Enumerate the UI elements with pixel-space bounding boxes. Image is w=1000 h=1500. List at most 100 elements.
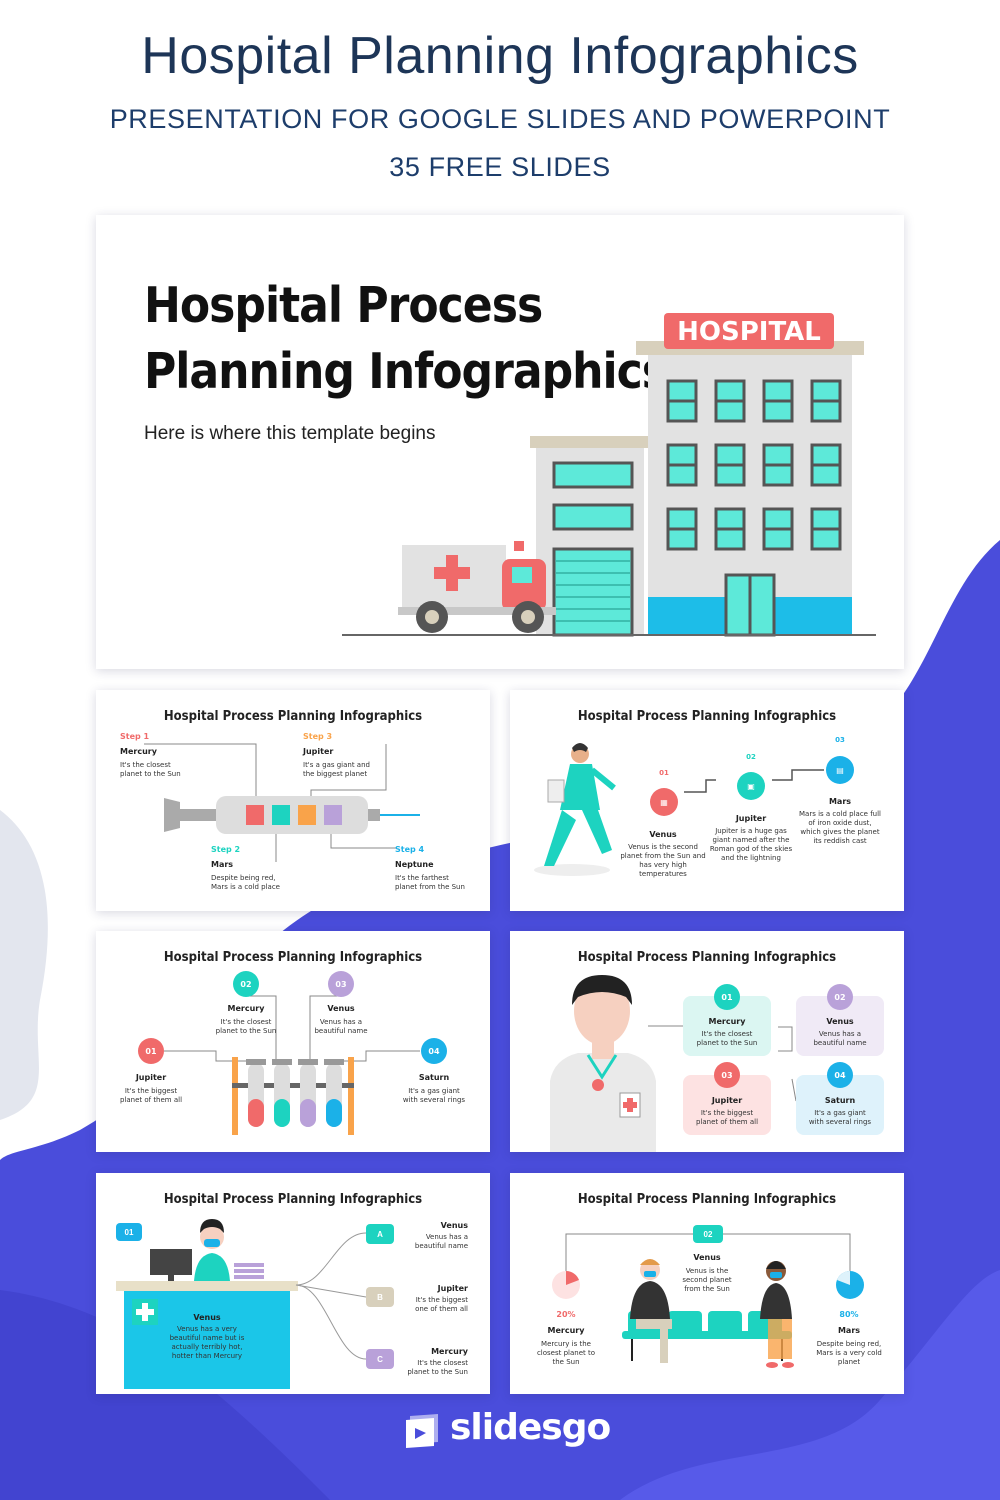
step-badge: 02 (693, 1225, 723, 1243)
option-desc: It's the biggest (415, 1296, 468, 1304)
reception-illustration (116, 1219, 367, 1389)
item-desc: It's the closest (220, 1018, 272, 1026)
option-badge: A (366, 1224, 394, 1244)
step-badge: 02 (827, 984, 853, 1010)
step-label: Step 2 (211, 845, 241, 854)
item-desc: of iron oxide dust, (808, 819, 872, 827)
cover-slide[interactable]: Hospital Process Planning Infographics H… (96, 215, 904, 669)
item-desc: giant named after the (712, 836, 790, 844)
test-tubes-illustration (164, 995, 420, 1135)
item-desc: with several rings (402, 1096, 466, 1104)
right-name: Mars (837, 1326, 861, 1335)
desk-desc: beautiful name but is (169, 1334, 245, 1342)
step-desc: It's the farthest (395, 874, 449, 882)
slide-title: Hospital Process Planning Infographics (577, 1192, 837, 1207)
slides-count: 35 FREE SLIDES (389, 152, 611, 182)
left-name: Mercury (547, 1326, 585, 1335)
left-desc: Mercury is the (541, 1340, 591, 1348)
item-desc: and the lightning (721, 854, 781, 862)
doctor-illustration (550, 975, 884, 1152)
slide-reception[interactable]: Hospital Process Planning Infographics 0… (96, 1173, 490, 1394)
page-subtitle: PRESENTATION FOR GOOGLE SLIDES AND POWER… (109, 104, 891, 134)
desk-desc: Venus has a very (177, 1325, 237, 1333)
right-desc: planet (837, 1358, 861, 1366)
item-desc: Mars is a cold place full (798, 810, 881, 818)
option-desc: beautiful name (414, 1242, 468, 1250)
item-desc: beautiful name (813, 1039, 867, 1047)
slide-waiting-room[interactable]: Hospital Process Planning Infographics 0… (510, 1173, 904, 1394)
option-name: Mercury (431, 1347, 468, 1356)
step-number: 03 (835, 736, 845, 744)
hospital-sign-text: HOSPITAL (677, 317, 821, 347)
item-desc: Roman god of the skies (709, 845, 793, 853)
syringe-illustration (144, 743, 420, 862)
option-badge: B (366, 1287, 394, 1307)
option-desc: Venus has a (425, 1233, 468, 1241)
step-desc: Despite being red, (211, 874, 276, 882)
step-badge: 03 (714, 1062, 740, 1088)
item-desc: It's the biggest (124, 1087, 178, 1095)
slidesgo-logo[interactable]: slidesgo (0, 1405, 1000, 1455)
item-desc: planet to the Sun (215, 1027, 277, 1035)
left-desc: the Sun (552, 1358, 580, 1366)
item-desc: planet to the Sun (696, 1039, 758, 1047)
option-desc: planet to the Sun (407, 1368, 468, 1376)
item-desc: It's the biggest (700, 1109, 754, 1117)
slidesgo-icon (406, 1414, 438, 1448)
step-desc: planet to the Sun (120, 770, 181, 778)
item-desc: planet of them all (695, 1118, 759, 1126)
item-desc: Venus has a (319, 1018, 363, 1026)
item-desc: temperatures (639, 870, 687, 878)
step-name: Mars (211, 860, 234, 869)
right-desc: Despite being red, (816, 1340, 882, 1348)
left-desc: closest planet to (536, 1349, 596, 1357)
slide-title: Hospital Process Planning Infographics (163, 709, 423, 724)
option-desc: It's the closest (417, 1359, 468, 1367)
slide-title: Hospital Process Planning Infographics (163, 1192, 423, 1207)
item-desc: which gives the planet (800, 828, 880, 836)
item-name: Jupiter (711, 1096, 743, 1105)
cover-title-line2: Planning Infographics (144, 343, 668, 400)
slide-title: Hospital Process Planning Infographics (163, 950, 423, 965)
step-badge: 01 (714, 984, 740, 1010)
bed-icon: ▤ (826, 756, 854, 784)
step-label: Step 4 (395, 845, 425, 854)
item-desc: It's the closest (701, 1030, 753, 1038)
center-name: Venus (693, 1253, 721, 1262)
item-name: Mercury (708, 1017, 746, 1026)
slide-doctor[interactable]: Hospital Process Planning Infographics 0… (510, 931, 904, 1152)
slide-nurse-steps[interactable]: Hospital Process Planning Infographics 0… (510, 690, 904, 911)
step-desc: It's the closest (120, 761, 171, 769)
step-desc: Mars is a cold place (211, 883, 280, 891)
slide-title: Hospital Process Planning Infographics (577, 709, 837, 724)
step-name: Jupiter (303, 747, 334, 756)
item-desc: It's a gas giant (814, 1109, 866, 1117)
step-badge: 04 (827, 1062, 853, 1088)
item-name: Jupiter (135, 1073, 167, 1082)
step-desc: It's a gas giant and (303, 761, 370, 769)
nurse-walking-illustration (534, 743, 824, 876)
item-desc: has very high (639, 861, 687, 869)
step-badge: 02 (233, 971, 259, 997)
page-title: Hospital Planning Infographics (141, 27, 859, 85)
desk-desc: hotter than Mercury (171, 1352, 243, 1360)
item-desc: Venus is the second (628, 843, 698, 851)
step-name: Neptune (395, 860, 434, 869)
option-desc: one of them all (415, 1305, 468, 1313)
item-desc: Venus has a (818, 1030, 862, 1038)
desk-desc: actually terribly hot, (171, 1343, 243, 1351)
monitor-icon: ▣ (737, 772, 765, 800)
item-desc: planet of them all (119, 1096, 183, 1104)
slide-test-tubes[interactable]: Hospital Process Planning Infographics 0… (96, 931, 490, 1152)
item-name: Venus (826, 1017, 854, 1026)
option-name: Jupiter (437, 1284, 468, 1293)
step-number: 02 (746, 753, 756, 761)
step-desc: the biggest planet (303, 770, 368, 778)
item-name: Jupiter (735, 814, 767, 823)
slide-title: Hospital Process Planning Infographics (577, 950, 837, 965)
item-desc: beautiful name (314, 1027, 368, 1035)
step-label: Step 3 (303, 732, 333, 741)
slide-syringe[interactable]: Hospital Process Planning Infographics S… (96, 690, 490, 911)
step-name: Mercury (120, 747, 157, 756)
step-label: Step 1 (120, 732, 150, 741)
